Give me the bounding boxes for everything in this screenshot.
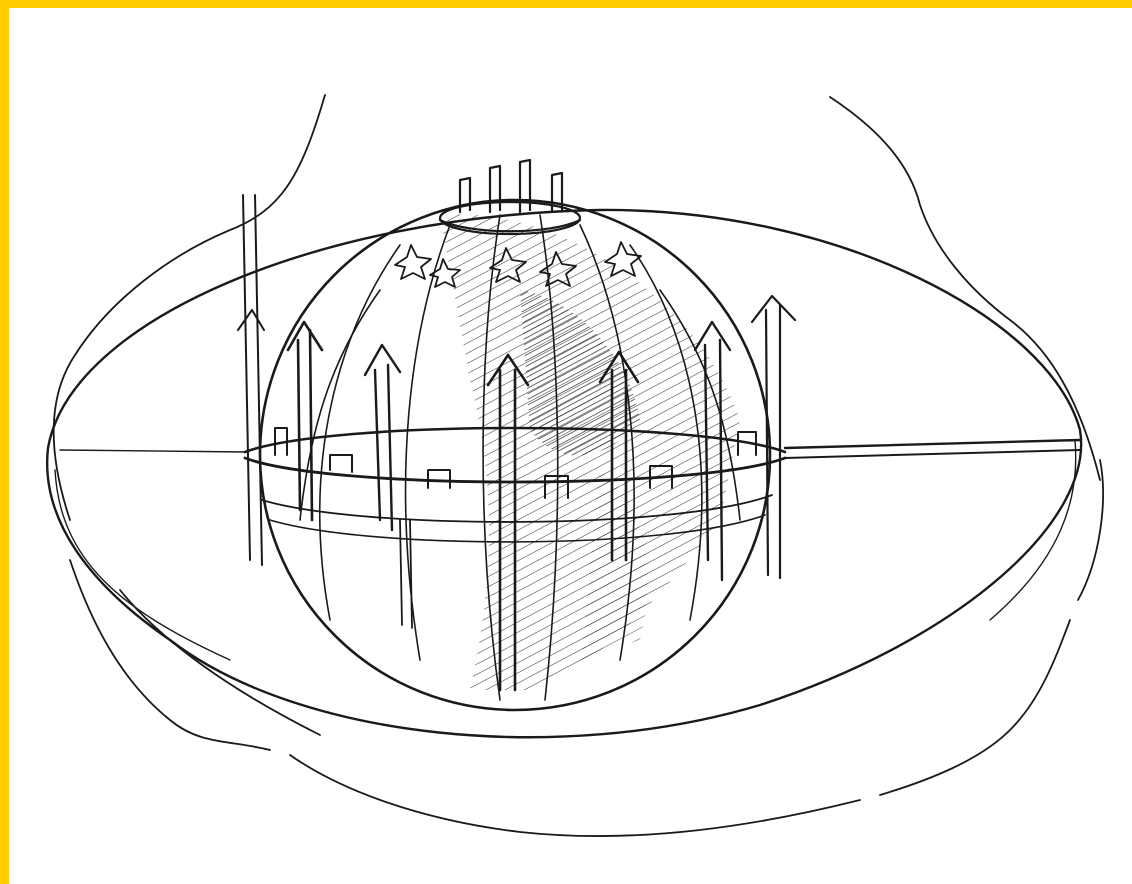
drawing-frame: [0, 0, 1132, 884]
dome-sketch: [0, 0, 1132, 884]
